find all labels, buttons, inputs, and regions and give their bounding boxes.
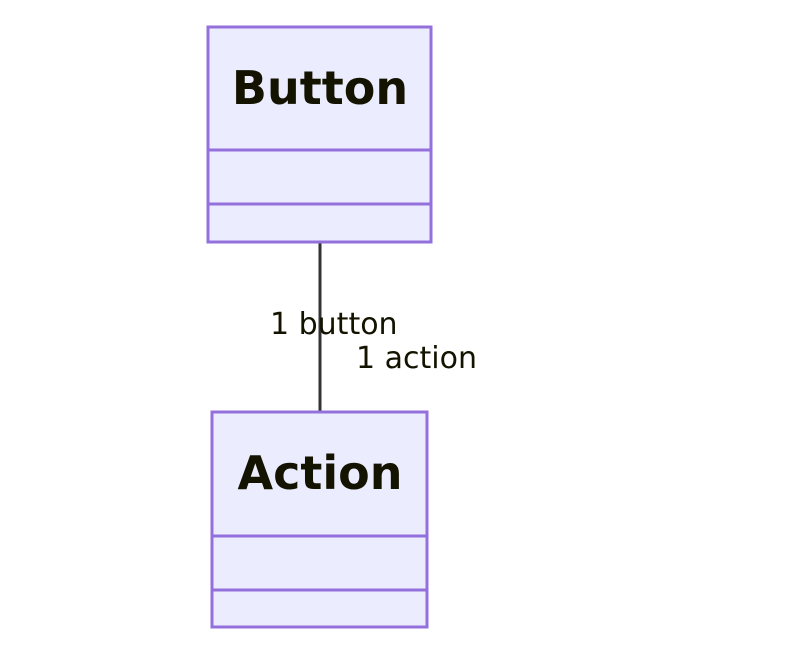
- class-action[interactable]: Action: [210, 410, 429, 629]
- class-action-name: Action: [238, 446, 403, 500]
- class-button-box: [206, 25, 433, 244]
- class-button[interactable]: Button: [206, 25, 433, 244]
- class-button-name: Button: [232, 61, 408, 115]
- multiplicity-from-label: 1 button: [270, 307, 398, 342]
- class-action-box: [210, 410, 429, 629]
- multiplicity-to-label: 1 action: [356, 341, 477, 376]
